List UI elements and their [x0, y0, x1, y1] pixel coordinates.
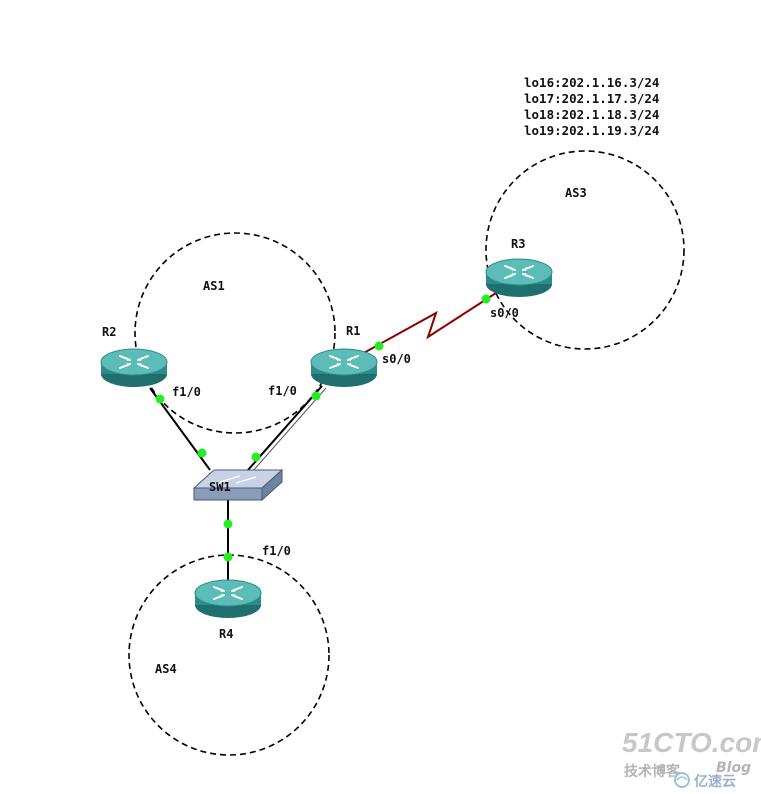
loopback-lo17: lo17:202.1.17.3/24: [524, 91, 659, 106]
port-dot-sw1-r2: [197, 448, 207, 458]
r3-s0-0-label: s0/0: [490, 306, 519, 320]
r1-s0-0-label: s0/0: [382, 352, 411, 366]
port-dot-r2-f1-0: [155, 394, 165, 404]
port-dot-r4-f1-0: [223, 552, 233, 562]
serial-link-r1-r3: [359, 292, 497, 356]
as3-label: AS3: [565, 186, 587, 200]
router-r3-label: R3: [511, 237, 525, 251]
port-dot-sw1-r1: [251, 452, 261, 462]
router-r3-icon[interactable]: [485, 258, 553, 298]
port-dot-sw1-r4: [223, 519, 233, 529]
router-r1-label: R1: [346, 324, 360, 338]
router-r2-icon[interactable]: [100, 348, 168, 388]
switch-sw1-icon[interactable]: [192, 468, 284, 502]
loopback-lo19: lo19:202.1.19.3/24: [524, 123, 659, 138]
as3-boundary: [485, 150, 685, 350]
r1-f1-0-label: f1/0: [268, 384, 297, 398]
r4-f1-0-label: f1/0: [262, 544, 291, 558]
watermark: 51CTO.com 技术博客 Blog 亿速云: [622, 727, 761, 790]
router-r4-icon[interactable]: [194, 579, 262, 619]
watermark-site: 51CTO.com: [622, 727, 761, 758]
router-r2-label: R2: [102, 325, 116, 339]
yisu-cloud-logo-icon: [674, 772, 690, 788]
router-r1-icon[interactable]: [310, 348, 378, 388]
port-dot-r1-s0-0: [374, 341, 384, 351]
r2-f1-0-label: f1/0: [172, 385, 201, 399]
switch-sw1-label: SW1: [209, 480, 231, 494]
watermark-blog: Blog: [716, 760, 751, 776]
as4-label: AS4: [155, 662, 177, 676]
port-dot-r3-s0-0: [481, 294, 491, 304]
port-dot-r1-f1-0: [311, 391, 321, 401]
loopback-lo16: lo16:202.1.16.3/24: [524, 75, 659, 90]
as1-label: AS1: [203, 279, 225, 293]
watermark-tagline: 技术博客: [624, 763, 681, 780]
loopback-lo18: lo18:202.1.18.3/24: [524, 107, 659, 122]
link-r1-sw1-shadow: [251, 387, 327, 473]
router-r4-label: R4: [219, 627, 233, 641]
watermark-brand: 亿速云: [694, 773, 736, 790]
as1-boundary: [134, 232, 336, 434]
